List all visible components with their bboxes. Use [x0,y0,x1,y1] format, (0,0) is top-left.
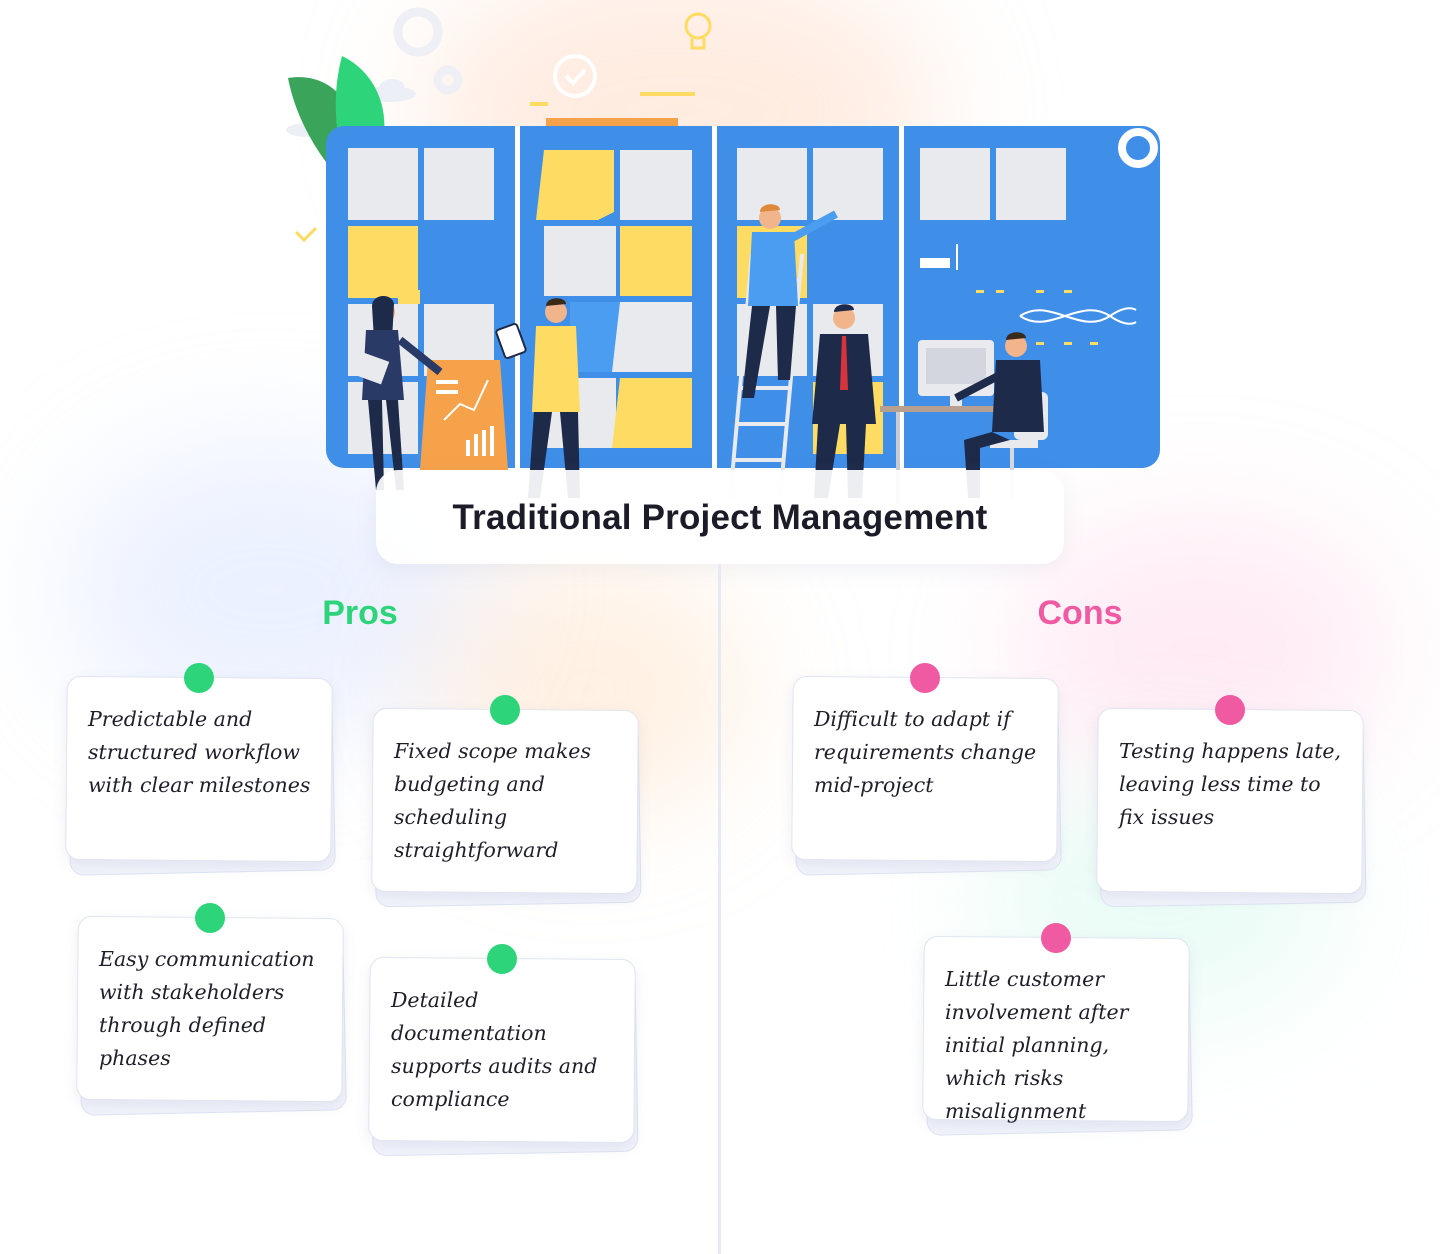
pin-icon [184,663,214,693]
cons-note-text: Difficult to adapt if requirements chang… [814,707,1037,797]
lightbulb-icon [684,12,712,50]
pros-note-3: Easy communication with stakeholders thr… [76,903,347,1116]
pros-note-4: Detailed documentation supports audits a… [368,944,639,1157]
kanban-board-illustration [286,7,1160,504]
pin-icon [1041,923,1071,953]
cons-note-3: Little customer involvement after initia… [922,923,1193,1136]
pros-note-2: Fixed scope makes budgeting and scheduli… [371,695,642,908]
cons-note-1: Difficult to adapt if requirements chang… [791,663,1062,876]
title-card [376,470,1064,564]
cons-note-text: Little customer involvement after initia… [945,967,1129,1123]
person-on-ladder [742,204,838,398]
pros-heading: Pros [322,594,398,632]
person-at-desk [954,332,1044,498]
person-with-clipboard [352,295,443,490]
pin-icon [490,695,520,725]
pros-note-text: Fixed scope makes budgeting and scheduli… [394,739,591,862]
pin-icon [195,903,225,933]
cons-note-text: Testing happens late, leaving less time … [1119,739,1342,829]
page-title: Traditional Project Management [452,498,988,537]
pin-icon [910,663,940,693]
center-divider [718,564,721,1254]
pros-note-text: Predictable and structured workflow with… [88,707,311,797]
pros-note-text: Detailed documentation supports audits a… [391,988,598,1111]
gear-icon [393,7,463,95]
checkmark-circle-icon [553,54,597,98]
cons-heading: Cons [1037,594,1123,632]
pin-icon [1215,695,1245,725]
pin-icon [487,944,517,974]
pros-note-text: Easy communication with stakeholders thr… [99,947,315,1070]
cons-note-2: Testing happens late, leaving less time … [1096,695,1367,908]
person-with-tablet [495,298,580,498]
pros-note-1: Predictable and structured workflow with… [65,663,336,876]
